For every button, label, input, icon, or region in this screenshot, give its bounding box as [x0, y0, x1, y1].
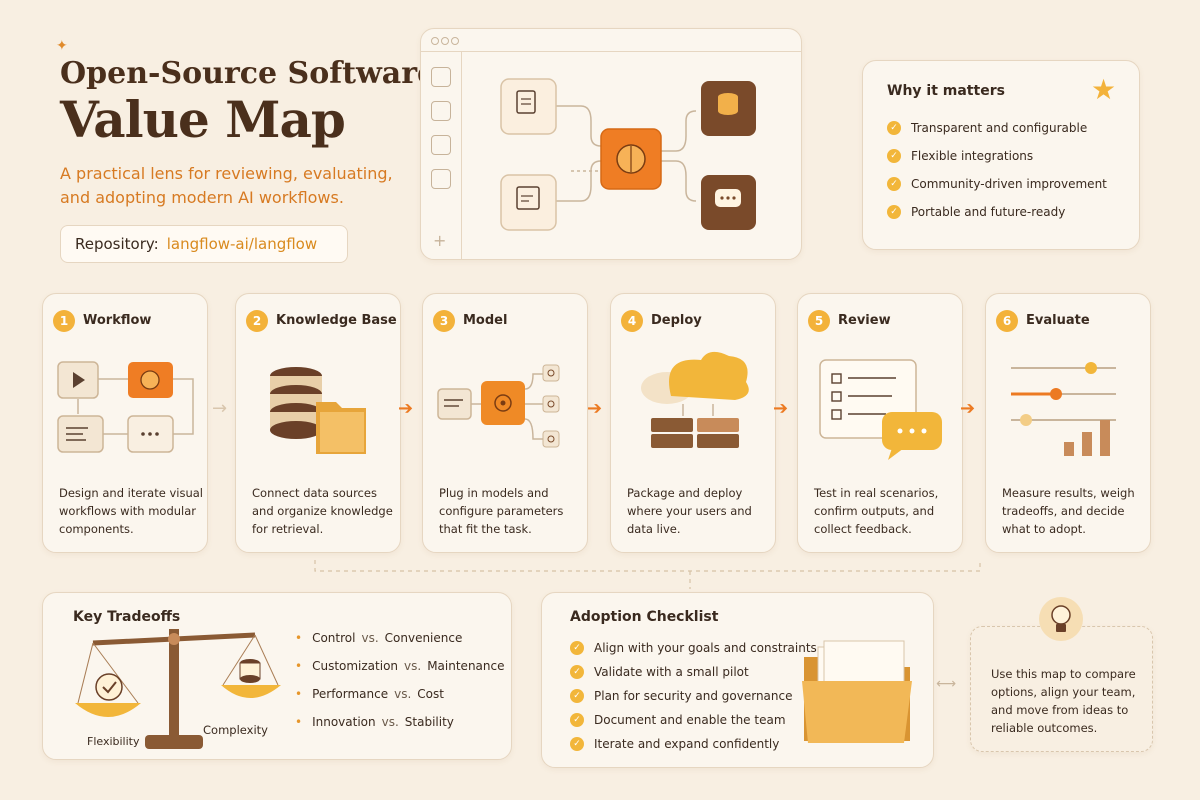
key-tradeoffs-title: Key Tradeoffs	[73, 609, 181, 625]
check-icon: ✓	[887, 205, 901, 219]
document-icon	[431, 101, 451, 121]
why-it-matters-title: Why it matters	[887, 83, 1005, 99]
add-icon: +	[433, 231, 447, 250]
tradeoff-left-label: Flexibility	[87, 735, 140, 748]
step-description: Design and iterate visual workflows with…	[59, 486, 203, 536]
star-icon: ★	[1091, 73, 1117, 106]
window-titlebar	[421, 29, 801, 52]
checklist-item: ✓Align with your goals and constraints	[570, 641, 817, 655]
check-icon: ✓	[570, 737, 584, 751]
step-card-workflow: 1 Workflow Design and iterate visual wor…	[42, 293, 208, 553]
step-description: Measure results, weigh tradeoffs, and de…	[1002, 486, 1135, 536]
step-description: Test in real scenarios, confirm outputs,…	[814, 486, 939, 536]
bullet-icon: •	[295, 631, 303, 645]
why-it-matters-card: Why it matters ★ ✓Transparent and config…	[862, 60, 1140, 250]
check-icon: ✓	[570, 641, 584, 655]
summary-callout: Use this map to compare options, align y…	[970, 626, 1153, 752]
repository-badge: Repository: langflow-ai/langflow	[60, 225, 348, 263]
benefit-item: ✓Transparent and configurable	[887, 121, 1087, 135]
step-description: Package and deploy where your users and …	[627, 486, 752, 536]
step-title: Model	[463, 313, 508, 328]
checklist-item: ✓Plan for security and governance	[570, 689, 793, 703]
cloud-server-icon	[641, 351, 749, 448]
callout-text: Use this map to compare options, align y…	[991, 667, 1136, 735]
window-dot	[441, 37, 449, 45]
step-number: 6	[996, 310, 1018, 332]
step-number: 2	[246, 310, 268, 332]
tradeoff-right-label: Complexity	[203, 723, 268, 737]
document-node	[500, 78, 557, 135]
editor-sidebar: +	[421, 51, 462, 259]
key-tradeoffs-card: Key Tradeoffs Flexibility Complexity •Co…	[42, 592, 512, 760]
window-dot	[431, 37, 439, 45]
step-title: Review	[838, 313, 891, 328]
database-folder-icon	[270, 367, 366, 454]
step-card-evaluate: 6 Evaluate Measure results, weigh tradeo…	[985, 293, 1151, 553]
benefit-item: ✓Flexible integrations	[887, 149, 1033, 163]
check-icon: ✓	[570, 665, 584, 679]
step-description: Connect data sources and organize knowle…	[252, 486, 393, 536]
checklist-item: ✓Validate with a small pilot	[570, 665, 749, 679]
arrow-icon: →	[212, 398, 228, 419]
component-icon	[431, 169, 451, 189]
step-number: 3	[433, 310, 455, 332]
step-number: 1	[53, 310, 75, 332]
check-icon: ✓	[570, 713, 584, 727]
checklist-item: ✓Document and enable the team	[570, 713, 786, 727]
sparkle-icon: ✦	[56, 38, 68, 54]
arrow-icon: ➔	[773, 398, 789, 419]
check-icon: ✓	[887, 121, 901, 135]
checklist-item: ✓Iterate and expand confidently	[570, 737, 779, 751]
check-icon: ✓	[887, 149, 901, 163]
workflow-illustration	[57, 361, 194, 453]
flow-graph	[500, 78, 756, 231]
page-subtitle: A practical lens for reviewing, evaluati…	[60, 164, 393, 207]
balance-scale-icon	[75, 629, 281, 749]
check-icon: ✓	[570, 689, 584, 703]
adoption-checklist-title: Adoption Checklist	[570, 609, 719, 625]
model-network-icon	[437, 364, 560, 448]
step-number: 4	[621, 310, 643, 332]
sliders-bar-chart-icon	[1011, 362, 1116, 456]
bullet-icon: •	[295, 659, 303, 673]
check-icon: ✓	[887, 177, 901, 191]
step-description: Plug in models and configure parameters …	[439, 486, 564, 536]
play-icon	[431, 67, 451, 87]
step-card-knowledge-base: 2 Knowledge Base Connect data sources an…	[235, 293, 401, 553]
repository-link[interactable]: langflow-ai/langflow	[166, 235, 318, 253]
page-title-line2: Value Map	[60, 90, 346, 149]
bullet-icon: •	[295, 687, 303, 701]
arrow-icon: ➔	[960, 398, 976, 419]
window-dot	[451, 37, 459, 45]
text-node	[500, 174, 557, 231]
repository-label: Repository:	[75, 235, 159, 253]
step-card-review: 5 Review Test in real scenarios, confirm…	[797, 293, 963, 553]
step-title: Evaluate	[1026, 313, 1090, 328]
page-title-line1: Open-Source Software	[60, 56, 437, 91]
double-arrow-icon: ⟷	[936, 676, 957, 692]
arrow-icon: ➔	[398, 398, 414, 419]
benefit-item: ✓Community-driven improvement	[887, 177, 1107, 191]
arrow-icon: ➔	[587, 398, 603, 419]
lightbulb-icon	[1039, 597, 1083, 641]
workflow-editor-illustration: +	[420, 28, 802, 260]
connector-lines	[314, 560, 981, 589]
note-icon	[431, 135, 451, 155]
benefit-item: ✓Portable and future-ready	[887, 205, 1065, 219]
bullet-icon: •	[295, 715, 303, 729]
step-number: 5	[808, 310, 830, 332]
step-title: Workflow	[83, 313, 152, 328]
step-title: Knowledge Base	[276, 313, 397, 328]
step-card-deploy: 4 Deploy Package and deploy where your u…	[610, 293, 776, 553]
step-title: Deploy	[651, 313, 702, 328]
step-card-model: 3 Model Plug in models and configure par…	[422, 293, 588, 553]
review-checklist-icon	[819, 359, 942, 460]
adoption-checklist-card: Adoption Checklist ✓Align with your goal…	[541, 592, 934, 768]
folder-icon	[802, 640, 912, 743]
